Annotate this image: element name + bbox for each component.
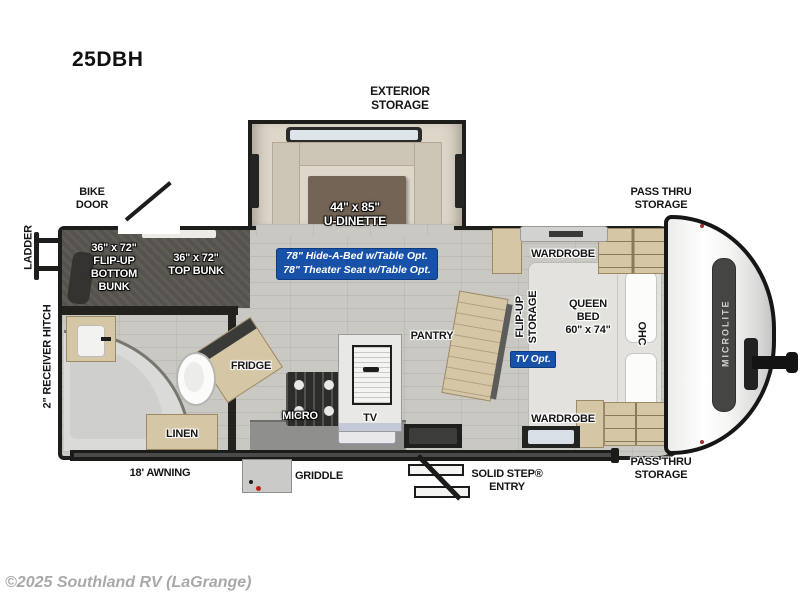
bunk-bath-wall [62,306,238,315]
awning-label: 18' AWNING [129,467,191,479]
linen-cabinet [146,414,218,450]
wardrobe-top-shelves [598,228,668,274]
bunk-window [142,230,216,238]
linen-label: LINEN [165,428,198,440]
hitch-coupler-knob [786,352,798,373]
ladder-label: LADDER [22,225,35,270]
tv-opt-badge: TV Opt. [510,351,556,368]
bedroom-top-window [520,226,608,242]
griddle-unit [242,459,292,493]
u-dinette-label: 44" x 85" U-DINETTE [323,200,387,229]
copyright-watermark: ©2025 Southland RV (LaGrange) [5,574,252,591]
dinette-bench-left [272,142,300,226]
wardrobe-bottom-label: WARDROBE [531,413,595,425]
wardrobe-bottom-cabinet [576,400,604,448]
cap-marker-light-top [700,224,704,228]
cap-marker-light-bottom [700,440,704,444]
dinette-top-window [286,127,422,143]
bedroom-table [522,426,580,448]
bike-door-label: BIKE DOOR [75,186,109,211]
receiver-hitch-label: 2" RECEIVER HITCH [41,304,54,409]
solid-step-label: SOLID STEP® ENTRY [471,468,543,493]
wardrobe-top-label: WARDROBE [531,248,595,260]
dinette-bench-right [414,142,442,226]
convertible-option-badge: 78" Hide-A-Bed w/Table Opt. 78" Theater … [276,248,438,280]
brand-label: MICROLITE [720,299,731,368]
tv-label: TV [363,412,377,424]
flip-up-storage-label: FLIP-UP STORAGE [514,290,539,344]
micro-label: MICRO [282,410,318,422]
cap-brand-band [712,258,736,412]
dinette-slideout [248,120,466,230]
griddle-label: GRIDDLE [294,470,344,482]
pantry-label: PANTRY [410,330,454,342]
bike-door-swing [124,181,172,222]
exterior-storage-label: EXTERIOR STORAGE [370,84,430,113]
pass-thru-bottom-label: PASS THRU STORAGE [630,456,692,481]
tongue-jack [744,338,758,390]
slide-opening [256,224,454,236]
pass-thru-top-label: PASS THRU STORAGE [630,186,692,211]
wardrobe-top-cabinet [492,228,522,274]
awning-rail [70,448,619,463]
entry-mat [404,424,462,448]
top-bunk-label: 36" x 72" TOP BUNK [168,252,224,277]
queen-bed-label: QUEEN BED 60" x 74" [565,298,611,336]
ohc-label: OHC [635,321,648,346]
hitch-coupler-arm [752,356,796,369]
fridge-label: FRIDGE [230,360,272,372]
tv-island [338,334,402,432]
bath-vanity [66,316,116,362]
wardrobe-bottom-shelves [604,402,668,446]
toilet [176,352,216,406]
bottom-bunk-label: 36" x 72" FLIP-UP BOTTOM BUNK [90,242,138,293]
dinette-table [308,176,406,226]
dinette-left-window [250,154,259,208]
model-title: 25DBH [72,48,144,71]
bike-door-opening [118,224,180,234]
stove-range [286,372,344,426]
dinette-right-window [455,154,464,208]
